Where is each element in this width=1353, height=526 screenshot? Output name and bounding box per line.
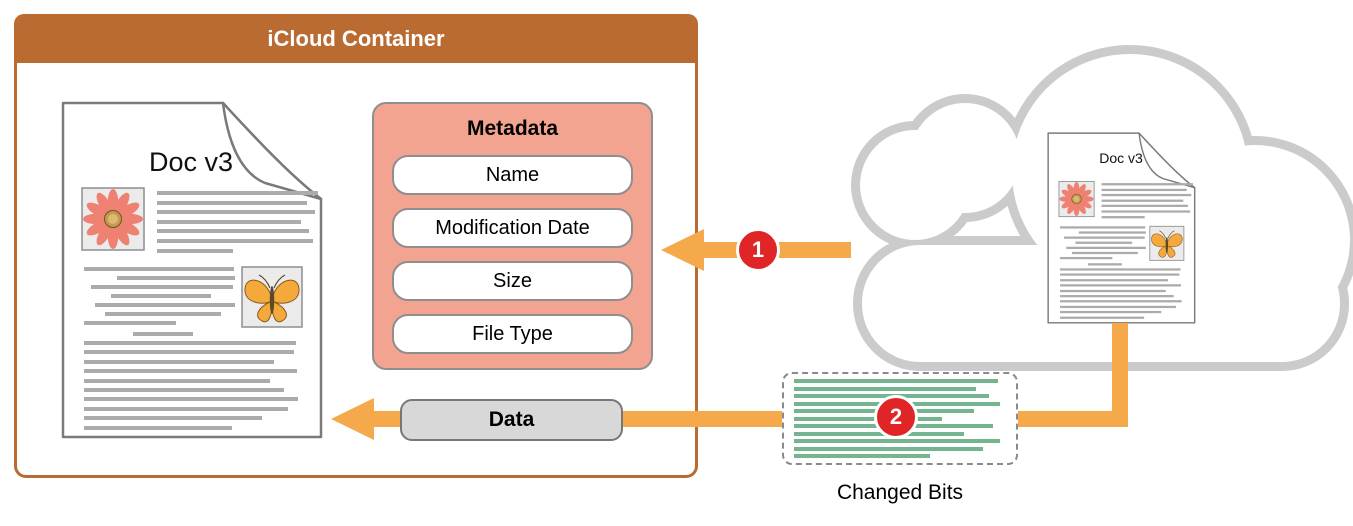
changed-bits-line [794, 454, 930, 458]
changed-bits-line [794, 431, 964, 436]
data-pill: Data [400, 399, 623, 441]
document-local-title: Doc v3 [148, 147, 234, 177]
changed-bits-label: Changed Bits [836, 481, 964, 504]
metadata-title: Metadata [466, 117, 559, 140]
cloud-icon [851, 45, 1353, 371]
changed-bits-line [794, 416, 943, 421]
metadata-field-name: Name [392, 155, 633, 195]
icloud-container-title: iCloud Container [267, 25, 445, 51]
metadata-field-modification-date: Modification Date [392, 208, 633, 248]
metadata-panel: Metadata Name Modification Date Size Fil… [372, 102, 653, 370]
icloud-container-header: iCloud Container [14, 14, 698, 63]
changed-bits-line [794, 439, 1000, 443]
changed-bits-line [794, 379, 998, 383]
document-cloud-title: Doc v3 [1099, 150, 1143, 166]
step-2-badge: 2 [874, 395, 918, 439]
metadata-field-file-type: File Type [392, 314, 633, 354]
metadata-field-size: Size [392, 261, 633, 301]
changed-bits-line [794, 446, 983, 451]
changed-bits-line [794, 386, 977, 391]
step-1-badge: 1 [736, 228, 780, 272]
data-pill-label: Data [488, 408, 535, 431]
